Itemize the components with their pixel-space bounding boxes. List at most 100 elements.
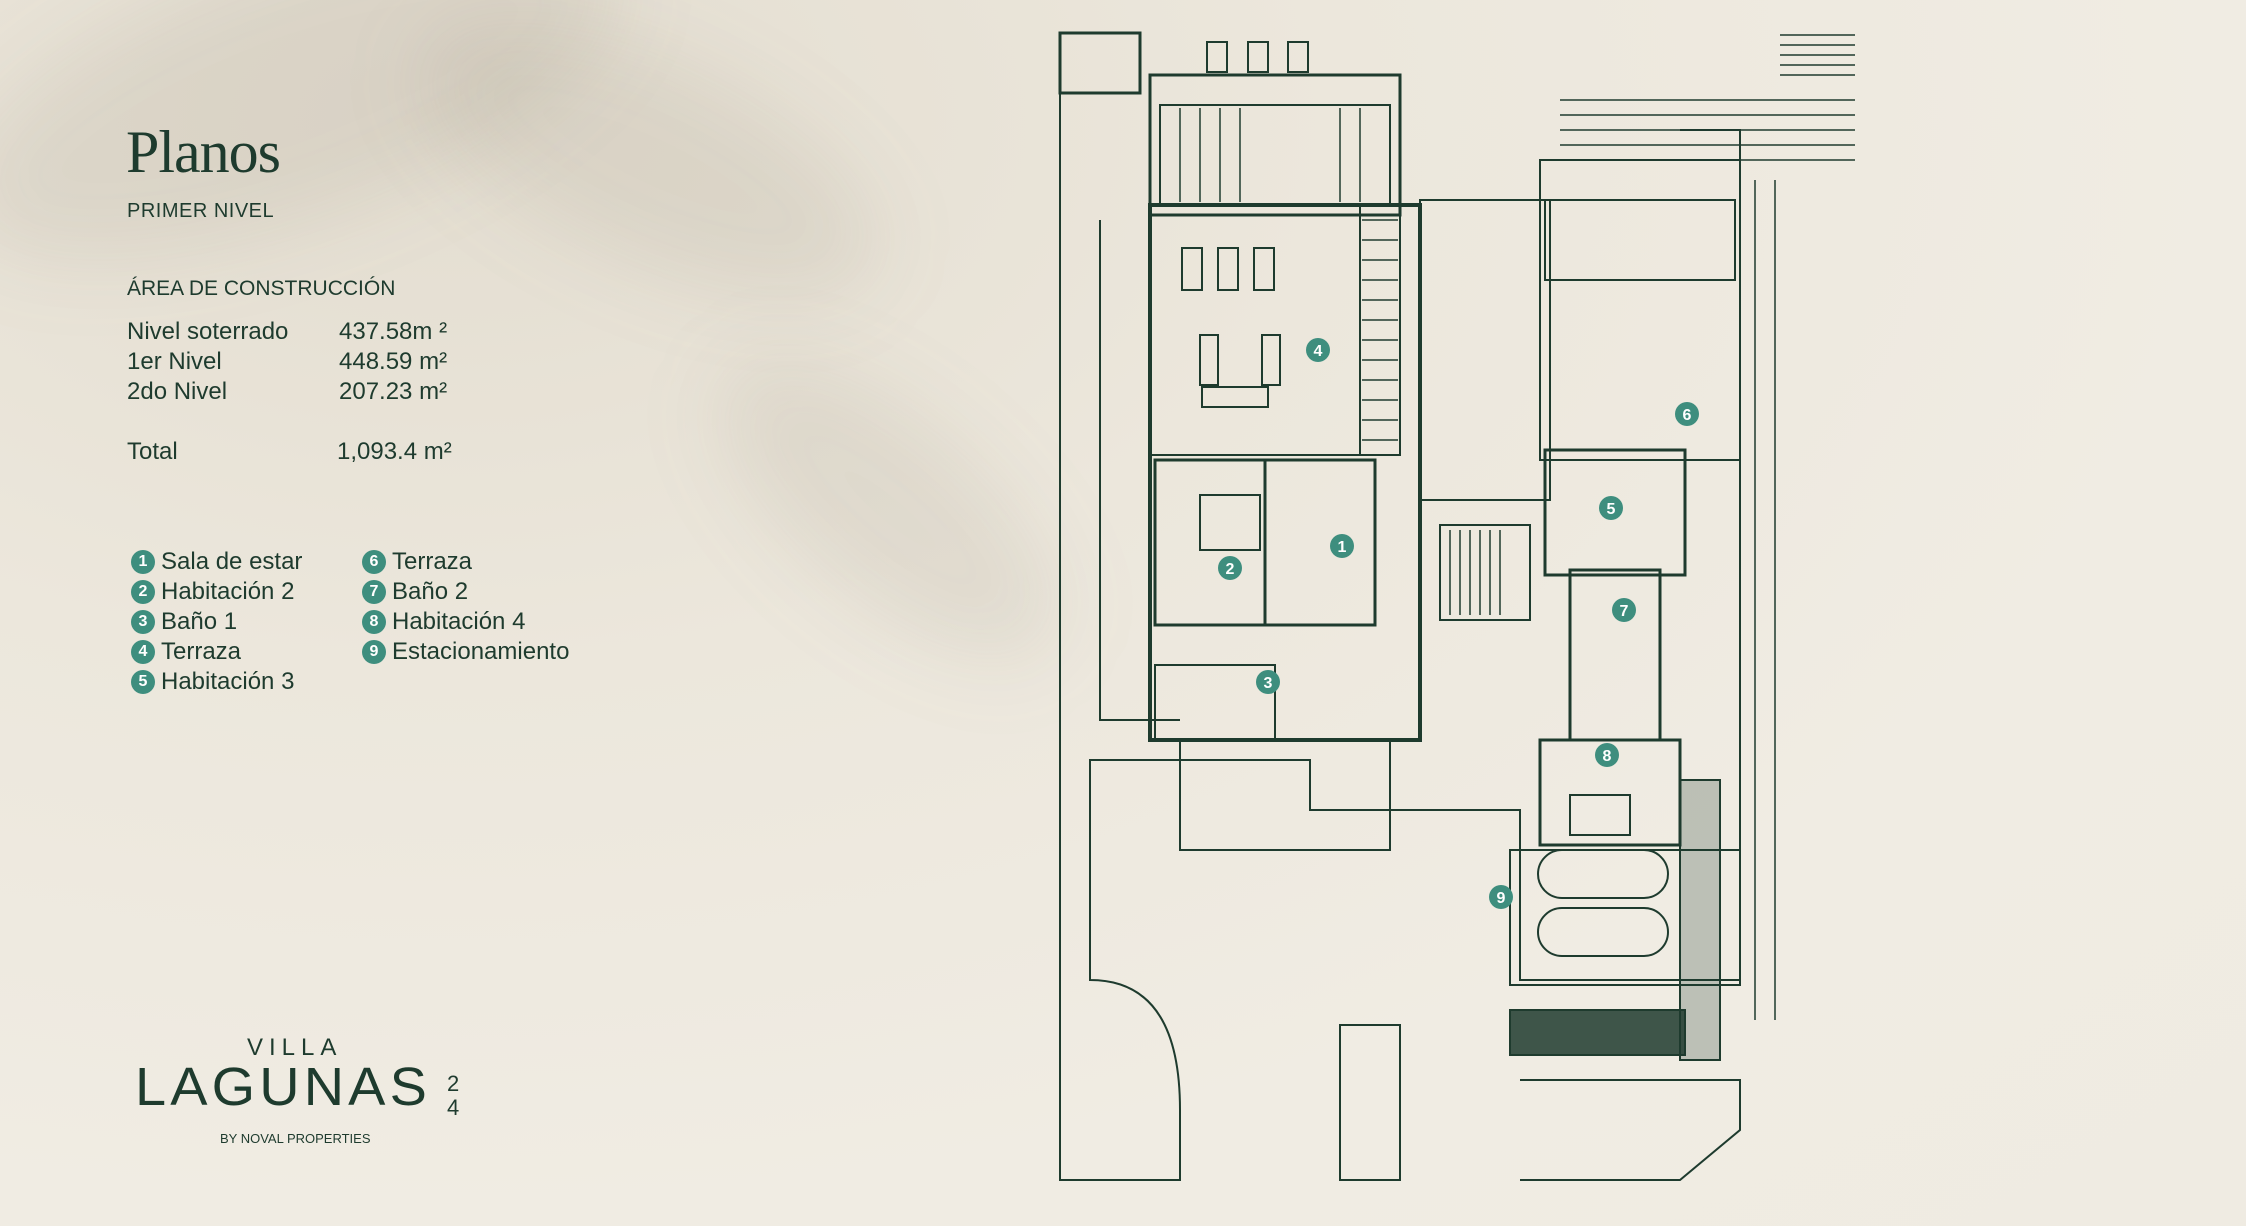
room-marker [1489,885,1513,909]
room-marker-label: 2 [1226,561,1235,578]
pergola-stripes [1179,108,1361,202]
floor-plan: 1 2 3 4 5 6 7 8 9 [1058,31,1855,1181]
room-marker-label: 3 [1264,675,1273,692]
legend-label: Habitación 4 [392,608,526,635]
stair-treads [1362,219,1398,441]
legend-label: Terraza [161,638,242,665]
terrace-left [1149,204,1361,456]
brand-logo: VILLA LAGUNAS 2 4 BY NOVAL PROPERTIES [135,1035,459,1146]
room-marker [1218,556,1242,580]
car [1537,849,1669,899]
area-label: Nivel soterrado [127,318,289,345]
stair-treads [1449,530,1501,615]
legend-badge: 5 [131,670,155,694]
living-room [1263,458,1377,627]
room-marker-label: 8 [1603,748,1612,765]
right-pergola [1544,199,1736,281]
room-marker-label: 4 [1314,343,1323,360]
room-marker [1612,598,1636,622]
site-outline [1059,60,1741,1181]
logo-main: LAGUNAS [135,1057,431,1117]
coffee-table [1201,386,1269,408]
logo-tagline: BY NOVAL PROPERTIES [220,1131,371,1146]
room-marker-label: 9 [1497,890,1506,907]
legend-label: Baño 1 [161,608,238,635]
room-marker-label: 5 [1607,501,1616,518]
room-marker [1256,670,1280,694]
background-shadow [381,0,919,357]
area-label: Total [127,438,178,465]
area-label: 2do Nivel [127,378,228,405]
right-terrace [1539,159,1741,461]
lounger [1181,247,1203,291]
area-heading: ÁREA DE CONSTRUCCIÓN [127,277,396,300]
legend-label: Habitación 2 [161,578,295,605]
side-garden [1679,779,1721,1061]
legend-badge: 6 [362,550,386,574]
legend-label: Terraza [392,548,473,575]
area-row: Nivel soterrado 437.58m ² [127,318,447,346]
lower-wall [1520,1079,1741,1181]
area-row-total: Total 1,093.4 m² [127,438,452,466]
main-block [1148,203,1422,742]
legend-badge: 7 [362,580,386,604]
car [1537,907,1669,957]
room-marker [1330,534,1354,558]
room-marker [1599,496,1623,520]
area-row: 2do Nivel 207.23 m² [127,378,447,406]
stairs-left [1359,204,1401,456]
stair-grid [1058,31,1142,95]
rooftop-box [1206,41,1228,73]
legend-label: Sala de estar [161,548,303,575]
bed [1199,494,1261,551]
central-hall [1419,199,1551,501]
logo-num-bottom: 4 [447,1095,459,1120]
sofa [1199,334,1219,386]
rooftop-box [1287,41,1309,73]
legend-label: Baño 2 [392,578,469,605]
legend-badge: 8 [362,610,386,634]
logo-num-top: 2 [447,1071,459,1096]
area-value: 1,093.4 m² [337,438,452,465]
room-marker-label: 6 [1683,407,1692,424]
legend-label: Estacionamiento [392,638,570,665]
stair-block [1439,524,1531,621]
entry-landing [1179,739,1391,851]
lounger [1253,247,1275,291]
bathroom-2 [1568,568,1662,742]
legend-badge: 2 [131,580,155,604]
rooftop-inner [1159,104,1391,206]
bedroom-3 [1543,448,1687,577]
rooftop-box [1247,41,1269,73]
roof-lines [1560,34,1855,1020]
page-title: Planos [126,119,281,185]
lounger [1217,247,1239,291]
rooftop-terrace [1148,73,1402,217]
room-marker [1306,338,1330,362]
bed [1569,794,1631,836]
room-markers: 1 2 3 4 5 6 7 8 9 [1218,338,1699,909]
legend-badge: 1 [131,550,155,574]
logo-top: VILLA [247,1035,342,1061]
area-row: 1er Nivel 448.59 m² [127,348,447,376]
bathroom-1 [1154,664,1276,741]
legend-badge: 9 [362,640,386,664]
area-value: 437.58m ² [339,318,448,345]
room-marker [1595,743,1619,767]
legend-label: Habitación 3 [161,668,295,695]
room-marker [1675,402,1699,426]
bedroom-2 [1153,458,1267,627]
area-value: 207.23 m² [339,378,448,405]
room-marker-label: 7 [1620,603,1629,620]
site-outline-inner [1099,220,1180,721]
page-subtitle: PRIMER NIVEL [127,200,275,222]
